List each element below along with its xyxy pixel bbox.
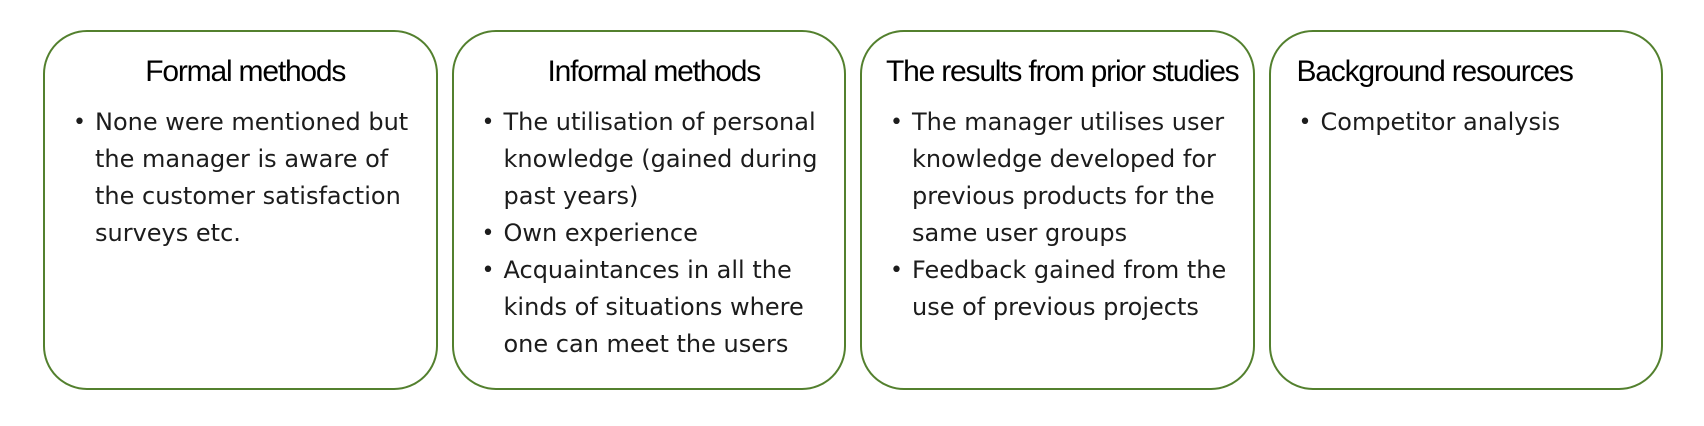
bullet-item: The manager utilises user knowledge deve… — [884, 104, 1243, 252]
bullet-item: Competitor analysis — [1293, 104, 1652, 141]
method-card: The results from prior studies The manag… — [860, 30, 1255, 390]
method-card: Formal methods None were mentioned but t… — [43, 30, 438, 390]
bullet-list: The utilisation of personal knowledge (g… — [474, 104, 835, 363]
method-card: Informal methods The utilisation of pers… — [451, 30, 846, 390]
bullet-list: None were mentioned but the manager is a… — [65, 104, 426, 252]
bullet-item: Acquaintances in all the kinds of situat… — [476, 252, 835, 363]
card-title: The results from prior studies — [886, 55, 1240, 88]
bullet-item: The utilisation of personal knowledge (g… — [476, 104, 835, 215]
card-title: Background resources — [1296, 55, 1574, 88]
bullet-item: Own experience — [476, 215, 835, 252]
bullet-list: Competitor analysis — [1291, 104, 1652, 141]
bullet-item: None were mentioned but the manager is a… — [67, 104, 426, 252]
bullet-list: The manager utilises user knowledge deve… — [882, 104, 1243, 326]
card-title: Formal methods — [145, 55, 346, 88]
bullet-item: Feedback gained from the use of previous… — [884, 252, 1243, 326]
method-card: Background resources Competitor analysis — [1268, 30, 1663, 390]
card-title: Informal methods — [547, 55, 761, 88]
